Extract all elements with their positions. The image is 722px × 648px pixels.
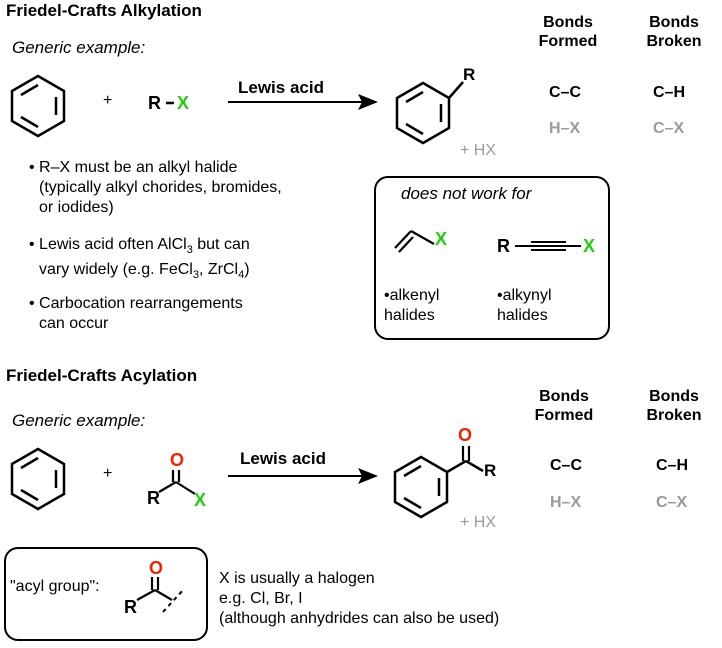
acylation-formed-cc: C–C (550, 457, 583, 474)
benzene-reactant-2 (10, 447, 66, 511)
alkylation-arrow (228, 94, 378, 110)
alkylation-plus: + (103, 92, 113, 109)
alkylation-arrow-label: Lewis acid (238, 78, 324, 97)
acyl-reagent-r: R (147, 488, 160, 508)
acylation-broken-cx: C–X (656, 494, 688, 511)
bullet-rearrangements: • Carbocation rearrangements can occur (29, 295, 243, 332)
acylation-plus: + (103, 465, 113, 482)
product-ketone-o: O (458, 425, 473, 445)
alkylation-formed-hx: H–X (549, 120, 581, 137)
alkynyl-x: X (583, 236, 596, 256)
alkylation-title: Friedel-Crafts Alkylation (6, 1, 202, 20)
alkylation-broken-cx: C–X (653, 120, 685, 137)
halogen-note: X is usually a halogen e.g. Cl, Br, I (a… (219, 570, 500, 627)
acyl-group-r: R (124, 597, 137, 617)
acylation-title: Friedel-Crafts Acylation (6, 366, 198, 385)
acyl-reagent-o: O (170, 450, 185, 470)
alkylation-broken-ch: C–H (653, 84, 686, 101)
alkylation-generic-label: Generic example: (12, 38, 146, 57)
benzene-reactant (10, 74, 66, 138)
product-ketone-r: R (484, 461, 497, 480)
acylation-byproduct: + HX (460, 514, 497, 531)
acyl-group-box (4, 547, 208, 641)
alkylation-byproduct: + HX (460, 142, 497, 159)
aryl-ketone-product (393, 446, 484, 519)
alkenyl-x: X (435, 229, 448, 249)
acyl-group-label: "acyl group": (10, 578, 100, 595)
alkylbenzene-product (395, 81, 464, 145)
alkynyl-halide-structure (515, 241, 581, 251)
alkylation-reagent-r: R (148, 93, 161, 113)
rx-bond (166, 101, 174, 105)
acyl-group-o: O (149, 558, 164, 578)
bullet-lewis-acid: • Lewis acid often AlCl3 but can vary wi… (29, 236, 250, 282)
alkynyl-r: R (497, 236, 510, 256)
alkenyl-halide-structure (394, 230, 435, 253)
alkylation-product-r: R (463, 65, 476, 84)
acylation-generic-label: Generic example: (12, 411, 146, 430)
acyl-halide-structure (158, 470, 196, 495)
does-not-work-title: does not work for (401, 184, 532, 203)
alkylation-formed-cc: C–C (549, 84, 582, 101)
acylation-arrow-label: Lewis acid (240, 449, 326, 468)
acylation-broken-ch: C–H (656, 457, 689, 474)
acyl-reagent-x: X (194, 490, 207, 510)
acyl-group-structure (136, 577, 185, 613)
acylation-arrow (228, 468, 378, 484)
acylation-formed-hx: H–X (550, 494, 582, 511)
does-not-work-box (374, 176, 610, 340)
bullet-alkyl-halide: • R–X must be an alkyl halide (typically… (29, 159, 282, 216)
alkylation-reagent-x: X (177, 93, 190, 113)
